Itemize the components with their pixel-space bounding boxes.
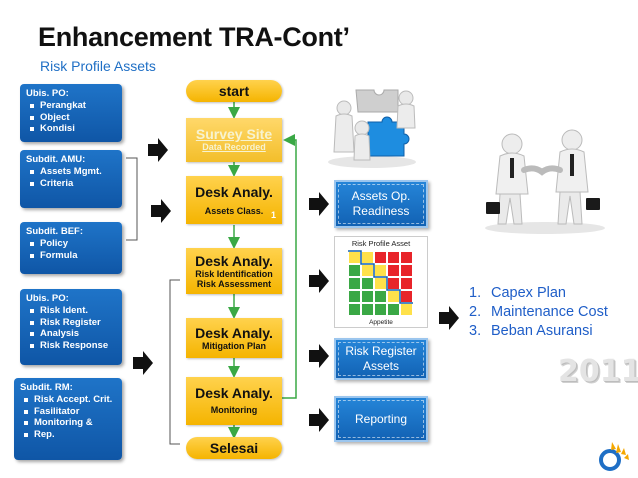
stakeholder-box-subdit-rm: Subdit. RM: Risk Accept. Crit. Fasilitat… [14,378,122,460]
stakeholder-item: Risk Register [30,317,116,329]
stakeholder-heading: Ubis. PO: [26,88,69,99]
stakeholder-item: Fasilitator [24,406,116,418]
heatmap-cell [388,265,399,276]
desk-title: Desk Analy. [195,385,273,401]
heatmap-cell [349,291,360,302]
stakeholder-heading: Ubis. PO: [26,293,69,304]
stakeholder-box-subdit-bef: Subdit. BEF: Policy Formula [20,222,122,274]
heatmap-cell [401,278,412,289]
flow-end: Selesai [186,437,282,459]
stakeholder-heading: Subdit. AMU: [26,154,86,165]
heatmap-cell [375,252,386,263]
page-title: Enhancement TRA-Cont’ [38,22,350,52]
desk-sub: Mitigation Plan [202,341,266,351]
flow-desk-risk-identification: Desk Analy. Risk Identification Risk Ass… [186,248,282,294]
stakeholder-heading: Subdit. RM: [20,382,73,393]
stakeholder-item: Risk Response [30,340,116,352]
heatmap-cell [401,252,412,263]
risk-profile-heatmap: Risk Profile Asset Appetite [334,236,428,328]
heatmap-axis-label: Appetite [369,319,393,326]
heatmap-cell [388,278,399,289]
stakeholder-bracket [126,157,180,445]
stakeholder-item: Object [30,112,116,124]
heatmap-cell [401,304,412,315]
output-label: Assets [362,359,399,373]
heatmap-cell [388,304,399,315]
outcome-label: Beban Asuransi [491,323,593,339]
heatmap-cell [388,252,399,263]
desk-title: Desk Analy. [195,253,273,269]
appetite-line [348,250,413,304]
stakeholder-item: Policy [30,238,116,250]
flow-desk-monitoring: Desk Analy. Monitoring [186,377,282,425]
heatmap-cell [375,291,386,302]
company-logo-icon [599,442,629,471]
stakeholder-heading: Subdit. BEF: [26,226,83,237]
year-badge: 2011 [558,354,638,389]
heatmap-cell [349,252,360,263]
stakeholder-item: Perangkat [30,100,116,112]
stakeholder-item: Analysis [30,328,116,340]
outcome-label: Capex Plan [491,285,566,301]
flow-start: start [186,80,282,102]
heatmap-cell [401,291,412,302]
heatmap-cell [362,304,373,315]
output-label: Reporting [354,411,408,426]
feedback-loop-line [282,134,297,399]
heatmap-cell [362,265,373,276]
handshake-people-icon [485,129,605,234]
stakeholder-item: Criteria [30,178,116,190]
heatmap-cell [362,291,373,302]
desk-sub: Risk Identification [195,269,273,279]
stakeholder-item: Assets Mgmt. [30,166,116,178]
outcome-item: 3.Beban Asuransi [469,323,593,339]
heatmap-cell [349,265,360,276]
flow-desk-mitigation-plan: Desk Analy. Mitigation Plan [186,318,282,358]
heatmap-cell [362,252,373,263]
heatmap-cell [349,304,360,315]
stakeholder-item: Risk Accept. Crit. [24,394,116,406]
desk-sub: Assets Class. [204,206,264,216]
survey-site-sub: Data Recorded [202,142,266,152]
heatmap-cell [401,265,412,276]
heatmap-cell [349,278,360,289]
stakeholder-item: Formula [30,250,116,262]
puzzle-people-icon [328,89,416,168]
desk-sub: Risk Assessment [196,279,272,289]
output-label: Assets Op. [351,189,411,203]
stakeholder-item: Risk Ident. [30,305,116,317]
stakeholder-item: Kondisi [30,123,116,135]
desk-title: Desk Analy. [195,184,273,200]
black-arrow-icon [133,138,459,432]
outcome-item: 2.Maintenance Cost [469,304,608,320]
stakeholder-box-subdit-amu: Subdit. AMU: Assets Mgmt. Criteria [20,150,122,208]
page-subtitle: Risk Profile Assets [40,58,156,74]
heatmap-cell [362,278,373,289]
output-label: Risk Register [345,344,417,358]
stakeholder-item: Rep. [24,429,116,441]
outcome-label: Maintenance Cost [491,304,608,320]
output-assets-readiness: Assets Op. Readiness [334,180,428,228]
output-label: Readiness [352,204,410,218]
heatmap-cell [375,278,386,289]
survey-site-title: Survey Site [195,126,273,142]
stakeholder-box-ubis-po-1: Ubis. PO: Perangkat Object Kondisi [20,84,122,142]
step-number-badge: 1 [270,210,276,220]
desk-sub: Monitoring [210,405,258,415]
outcome-item: 1.Capex Plan [469,285,566,301]
heatmap-cell [388,291,399,302]
flow-desk-assets-class: Desk Analy. Assets Class. 1 [186,176,282,224]
outcome-list: 1.Capex Plan 2.Maintenance Cost 3.Beban … [469,284,608,341]
heatmap-cell [375,304,386,315]
desk-title: Desk Analy. [195,325,273,341]
stakeholder-item: Monitoring & [24,417,116,429]
flow-survey-site: Survey Site Data Recorded [186,118,282,162]
heatmap-cell [375,265,386,276]
heatmap-title: Risk Profile Asset [351,239,411,248]
heatmap-grid [348,250,413,315]
stakeholder-box-ubis-po-2: Ubis. PO: Risk Ident. Risk Register Anal… [20,289,122,365]
output-risk-register-assets: Risk Register Assets [334,338,428,380]
output-reporting: Reporting [334,396,428,442]
